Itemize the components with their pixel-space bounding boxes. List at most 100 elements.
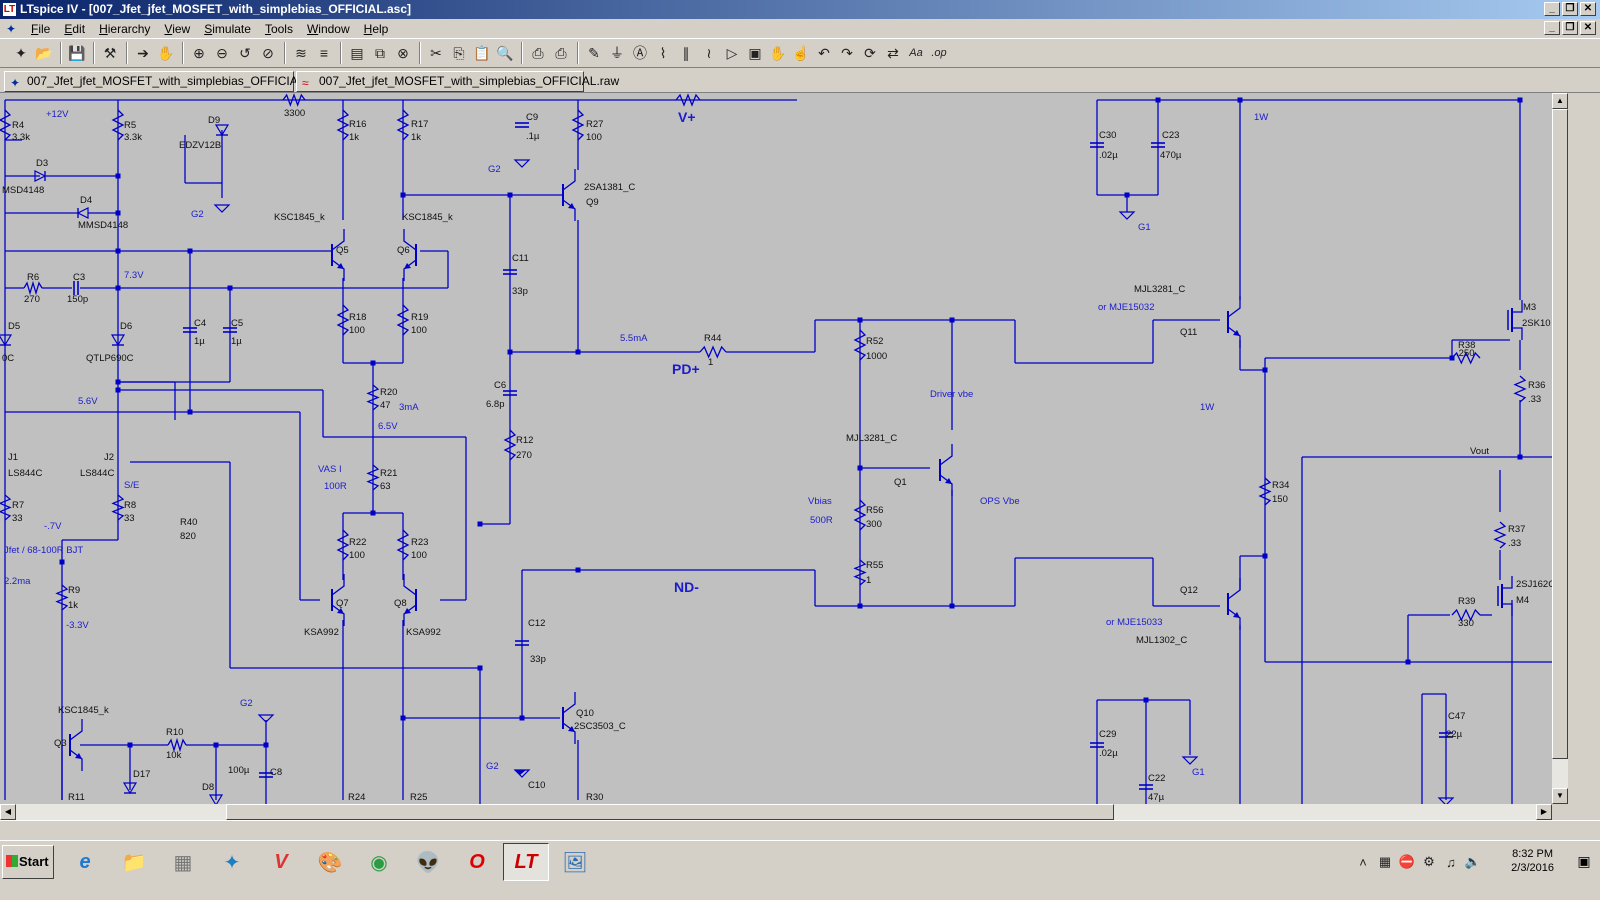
halt-icon[interactable]: ✋: [157, 44, 175, 61]
wire-icon[interactable]: ✎: [588, 44, 600, 61]
tab-schematic-label: 007_Jfet_jfet_MOSFET_with_simplebias_OFF…: [27, 74, 327, 88]
calculator-icon[interactable]: ▦: [173, 851, 193, 874]
menu-view[interactable]: View: [164, 21, 191, 36]
junction-dot: [115, 285, 121, 291]
drag-icon[interactable]: ☝: [792, 44, 810, 61]
vivaldi-icon[interactable]: V: [274, 850, 288, 873]
alien-icon[interactable]: 👽: [415, 851, 441, 874]
horizontal-scroll-thumb[interactable]: [226, 804, 1114, 820]
scroll-left-arrow[interactable]: ◀: [0, 804, 16, 820]
show-desktop-icon[interactable]: ▣: [1577, 853, 1591, 869]
schematic-label: R21: [380, 468, 397, 479]
vertical-scroll-thumb[interactable]: [1552, 109, 1568, 759]
junction-dot: [1143, 697, 1149, 703]
minimize-button[interactable]: _: [1544, 2, 1560, 16]
save-icon[interactable]: 💾: [68, 44, 86, 61]
start-button[interactable]: Start: [2, 845, 54, 879]
show-hidden-icon[interactable]: ˄: [1359, 854, 1367, 870]
cut-icon[interactable]: ✂: [430, 44, 442, 61]
schematic-label: 33p: [530, 654, 546, 665]
ltspice-icon[interactable]: LT: [503, 843, 549, 881]
close-button[interactable]: ✕: [1580, 2, 1596, 16]
resistor-icon[interactable]: ⌇: [659, 44, 667, 61]
security-icon[interactable]: ⛔: [1398, 854, 1416, 869]
text-icon[interactable]: Aa: [909, 47, 923, 59]
resistor-symbol: [366, 464, 380, 491]
close-windows-icon[interactable]: ⊗: [397, 44, 409, 61]
file-explorer-icon[interactable]: 📁: [121, 851, 147, 874]
schematic-label: Q12: [1180, 585, 1198, 596]
scroll-up-arrow[interactable]: ▲: [1552, 93, 1568, 109]
copy-icon[interactable]: ⎘: [453, 44, 465, 61]
doc-restore-button[interactable]: ❐: [1562, 21, 1578, 35]
control-panel-icon[interactable]: ⚒: [103, 44, 117, 61]
resistor-symbol: [1258, 477, 1272, 506]
horizontal-scrollbar[interactable]: ◀ ▶: [0, 804, 1552, 820]
ltspice-app-icon[interactable]: LT: [3, 3, 16, 16]
zoom-back-icon[interactable]: ↺: [239, 44, 251, 61]
vertical-scrollbar[interactable]: ▲ ▼: [1552, 93, 1568, 804]
menu-hierarchy[interactable]: Hierarchy: [99, 21, 151, 36]
chrome-icon[interactable]: ◉: [370, 851, 388, 874]
mirror-icon[interactable]: ⇄: [887, 44, 899, 61]
paint-icon[interactable]: 🎨: [317, 851, 343, 874]
scroll-down-arrow[interactable]: ▼: [1552, 788, 1568, 804]
zoom-out-icon[interactable]: ⊖: [216, 44, 228, 61]
cascade-icon[interactable]: ⧉: [375, 44, 385, 61]
open-icon[interactable]: 📂: [35, 44, 53, 61]
zoom-in-icon[interactable]: ⊕: [193, 44, 205, 61]
find-icon[interactable]: 🔍: [496, 44, 514, 61]
network-icon[interactable]: ▦: [1378, 854, 1392, 869]
opera-icon[interactable]: O: [469, 850, 485, 873]
undo-icon[interactable]: ↶: [818, 44, 830, 61]
menu-edit[interactable]: Edit: [64, 21, 86, 36]
internet-explorer-icon[interactable]: e: [79, 850, 91, 873]
tab-schematic[interactable]: ✦ 007_Jfet_jfet_MOSFET_with_simplebias_O…: [4, 71, 326, 92]
transistor-symbol: [331, 574, 345, 596]
zoom-fit-icon[interactable]: ⊘: [262, 44, 274, 61]
component-icon[interactable]: ▣: [748, 44, 762, 61]
doc-close-button[interactable]: ✕: [1580, 21, 1596, 35]
menu-file[interactable]: File: [31, 21, 51, 36]
inductor-icon[interactable]: ≀: [706, 44, 712, 61]
ground-icon[interactable]: ⏚: [610, 45, 624, 61]
transistor-symbol: [331, 229, 345, 251]
schematic-label: PD+: [672, 361, 700, 377]
paste-icon[interactable]: 📋: [473, 44, 491, 61]
schematic-drawing[interactable]: R43.3k+12VR53.3kD9EDZV12B3300R161kR171kC…: [0, 93, 1555, 807]
pick-visible-traces-icon[interactable]: ≡: [319, 45, 329, 61]
menu-help[interactable]: Help: [363, 21, 389, 36]
label-icon[interactable]: Ⓐ: [633, 45, 647, 61]
doc-minimize-button[interactable]: _: [1544, 21, 1560, 35]
volume-icon[interactable]: 🔈: [1464, 854, 1482, 869]
scroll-right-arrow[interactable]: ▶: [1536, 804, 1552, 820]
clock[interactable]: 8:32 PM 2/3/2016: [1511, 847, 1554, 875]
schematic-label: Q10: [576, 708, 594, 719]
restore-button[interactable]: ❐: [1562, 2, 1578, 16]
devices-icon[interactable]: ⚙: [1423, 854, 1435, 869]
rotate-icon[interactable]: ⟳: [864, 44, 876, 61]
capacitor-icon[interactable]: ∥: [682, 44, 690, 61]
menu-simulate[interactable]: Simulate: [204, 21, 251, 36]
new-schematic-icon[interactable]: ✦: [15, 44, 27, 61]
move-icon[interactable]: ✋: [769, 44, 787, 61]
audio-icon[interactable]: ♫: [1446, 854, 1456, 870]
run-icon[interactable]: ➔: [137, 44, 149, 61]
print-icon[interactable]: ⎙: [555, 44, 567, 61]
menu-window[interactable]: Window: [306, 21, 350, 36]
kodi-icon[interactable]: ✦: [223, 851, 241, 874]
autorange-icon[interactable]: ≋: [295, 44, 307, 61]
spice-directive-icon[interactable]: .op: [931, 47, 947, 59]
redo-icon[interactable]: ↷: [841, 44, 853, 61]
diode-icon[interactable]: ▷: [726, 44, 738, 61]
schematic-label: J2: [104, 452, 114, 463]
ground-symbol: [213, 204, 231, 213]
photo-viewer-icon[interactable]: 🖼: [562, 851, 588, 874]
schematic-label: Driver vbe: [930, 389, 973, 400]
tab-waveform[interactable]: ≈ 007_Jfet_jfet_MOSFET_with_simplebias_O…: [296, 71, 619, 92]
print-setup-icon[interactable]: ⎙: [532, 44, 544, 61]
menu-tools[interactable]: Tools: [264, 21, 293, 36]
tile-icon[interactable]: ▤: [350, 44, 364, 61]
document-menu-icon[interactable]: ✦: [6, 21, 17, 36]
